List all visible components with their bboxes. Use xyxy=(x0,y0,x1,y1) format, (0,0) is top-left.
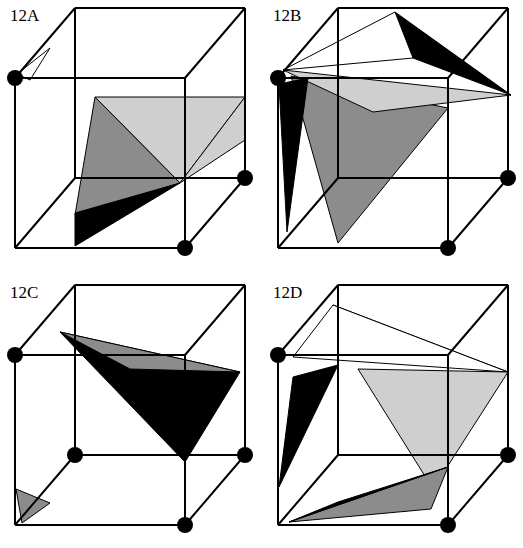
isosurface-triangle xyxy=(289,467,448,522)
cube-edge xyxy=(507,285,509,455)
cube-edge xyxy=(15,524,185,526)
cube-edge xyxy=(337,8,339,178)
cube-edge xyxy=(185,455,245,525)
cube-edge xyxy=(185,178,245,248)
cube-edge xyxy=(14,355,16,525)
cube-edge xyxy=(277,355,279,525)
cube-edge xyxy=(15,77,185,79)
isosurface-triangle xyxy=(75,183,180,246)
marching-cube xyxy=(270,285,516,533)
vertex-dot xyxy=(500,447,516,463)
cube-edge xyxy=(278,247,448,249)
cube-edge xyxy=(184,355,186,525)
vertex-dot xyxy=(7,347,23,363)
vertex-dot xyxy=(500,170,516,186)
vertex-dot xyxy=(237,170,253,186)
isosurface-triangle xyxy=(60,332,240,372)
vertex-dot xyxy=(177,240,193,256)
cube-edge xyxy=(278,524,448,526)
cube-edge xyxy=(15,455,75,525)
vertex-dot xyxy=(7,70,23,86)
isosurface-triangle xyxy=(293,305,508,372)
cube-edge xyxy=(74,285,76,455)
panel-label: 12D xyxy=(271,283,304,302)
isosurface-triangle xyxy=(283,70,511,112)
vertex-dot xyxy=(440,517,456,533)
cube-edge xyxy=(338,284,508,286)
isosurface-triangle xyxy=(358,369,508,489)
panel-label: 12C xyxy=(8,283,40,302)
cube-edge xyxy=(75,7,245,9)
isosurface-triangle xyxy=(289,467,448,522)
cube-edge xyxy=(448,285,508,355)
vertex-dot xyxy=(177,517,193,533)
cube-edge xyxy=(338,177,508,179)
panel-label: 12A xyxy=(8,6,41,25)
marching-cube xyxy=(270,8,516,256)
cube-edge xyxy=(448,8,508,78)
cube-edge xyxy=(277,78,279,248)
cube-edge xyxy=(244,285,246,455)
cube-edge xyxy=(448,455,508,525)
cube-edge xyxy=(244,8,246,178)
cube-edge xyxy=(185,8,245,78)
cube-edge xyxy=(15,354,185,356)
cube-edge xyxy=(184,78,186,248)
cube-edge xyxy=(278,354,448,356)
cube-edge xyxy=(447,355,449,525)
vertex-dot xyxy=(270,347,286,363)
marching-cube xyxy=(7,285,253,533)
vertex-dot xyxy=(67,447,83,463)
cube-edge xyxy=(15,247,185,249)
cube-edge xyxy=(74,8,76,178)
cube-edge xyxy=(447,78,449,248)
isosurface-triangle xyxy=(60,332,240,462)
cube-edge xyxy=(75,284,245,286)
isosurface-triangle xyxy=(279,78,308,232)
isosurface-triangle xyxy=(279,365,338,487)
panel-label: 12B xyxy=(271,6,303,25)
vertex-dot xyxy=(270,70,286,86)
cube-edge xyxy=(337,285,339,455)
cube-edge xyxy=(75,454,245,456)
cube-edge xyxy=(507,8,509,178)
vertex-dot xyxy=(237,447,253,463)
isosurface-triangle xyxy=(75,97,180,215)
vertex-dot xyxy=(440,240,456,256)
isosurface-triangle xyxy=(180,97,245,183)
cube-edge xyxy=(14,78,16,248)
cube-edge xyxy=(338,7,508,9)
cube-edge xyxy=(448,178,508,248)
cube-edge xyxy=(75,177,245,179)
cube-edge xyxy=(185,285,245,355)
marching-cube xyxy=(7,8,253,256)
cube-edge xyxy=(278,77,448,79)
cube-edge xyxy=(278,178,338,248)
cube-edge xyxy=(338,454,508,456)
cube-edge xyxy=(15,178,75,248)
cube-edge xyxy=(278,455,338,525)
